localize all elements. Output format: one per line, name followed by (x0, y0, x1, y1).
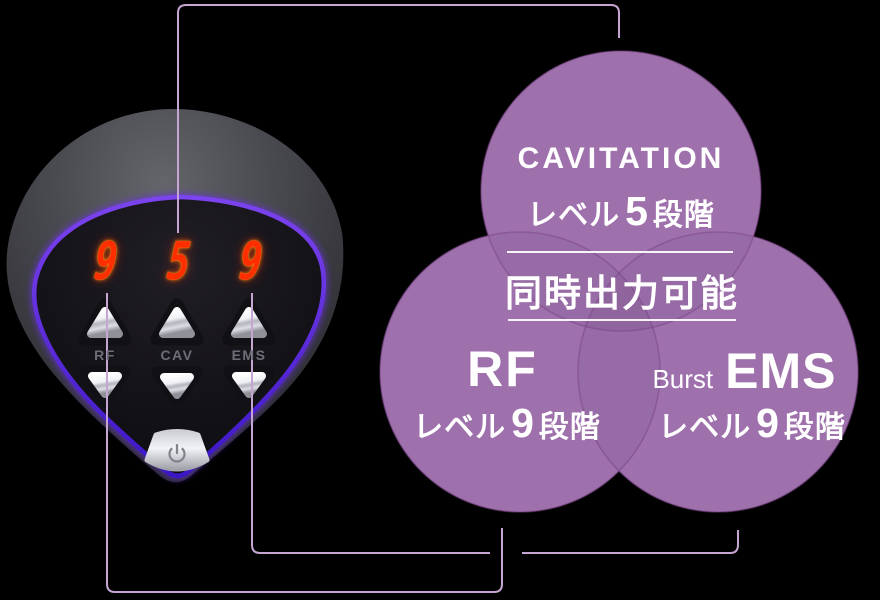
rf-up-button (87, 307, 123, 338)
ems-title: Burst EMS (622, 342, 867, 400)
ems-main-title: EMS (725, 343, 837, 399)
rf-level-suffix: 段階 (538, 411, 601, 444)
rf-down-button (88, 372, 122, 398)
divider-top (507, 251, 733, 253)
ems-level: レベル 9 段階 (637, 400, 867, 447)
cav-down-button (160, 373, 194, 399)
ems-up-button (231, 307, 267, 338)
rf-button-label: RF (94, 347, 116, 363)
ems-pre-title: Burst (652, 364, 714, 394)
rf-level-prefix: レベル (413, 411, 507, 444)
cavitation-circle-shade (481, 51, 761, 331)
ems-level-suffix: 段階 (783, 411, 846, 444)
cavitation-level: レベル 5 段階 (480, 188, 762, 235)
cav-level-display: 5 (165, 232, 193, 292)
connector-lines (106, 4, 739, 593)
simultaneous-output-label: 同時出力可能 (505, 273, 739, 314)
ems-level-prefix: レベル (658, 411, 752, 444)
cavitation-level-suffix: 段階 (652, 199, 715, 232)
ems-circle (578, 232, 858, 512)
ems-down-button (232, 372, 266, 398)
ems-circle-outline (577, 231, 859, 513)
rf-level-display: 9 (92, 232, 120, 292)
rf-title: RF (467, 341, 538, 397)
rf-circle-shade (380, 232, 660, 512)
ems-level-value: 9 (756, 400, 779, 446)
power-icon (168, 443, 186, 463)
device-photo (6, 109, 344, 483)
divider-bottom (508, 319, 736, 321)
cavitation-level-prefix: レベル (527, 199, 621, 232)
ems-button-label: EMS (231, 347, 267, 363)
venn-circles (379, 50, 859, 513)
rf-circle (380, 232, 660, 512)
cavitation-title: CAVITATION (517, 142, 725, 175)
rf-connector-line (106, 293, 503, 593)
ems-circle-shade (578, 232, 858, 512)
rf-level: レベル 9 段階 (392, 400, 622, 447)
cavitation-level-value: 5 (625, 188, 648, 234)
ems-level-display: 9 (237, 232, 265, 292)
cav-connector-line (177, 4, 620, 233)
cav-button-label: CAV (160, 347, 194, 363)
ems-connector-line (251, 293, 739, 554)
rf-circle-outline (379, 231, 661, 513)
rf-level-value: 9 (511, 400, 534, 446)
cav-up-button (159, 307, 195, 338)
cavitation-circle-outline (480, 50, 762, 332)
